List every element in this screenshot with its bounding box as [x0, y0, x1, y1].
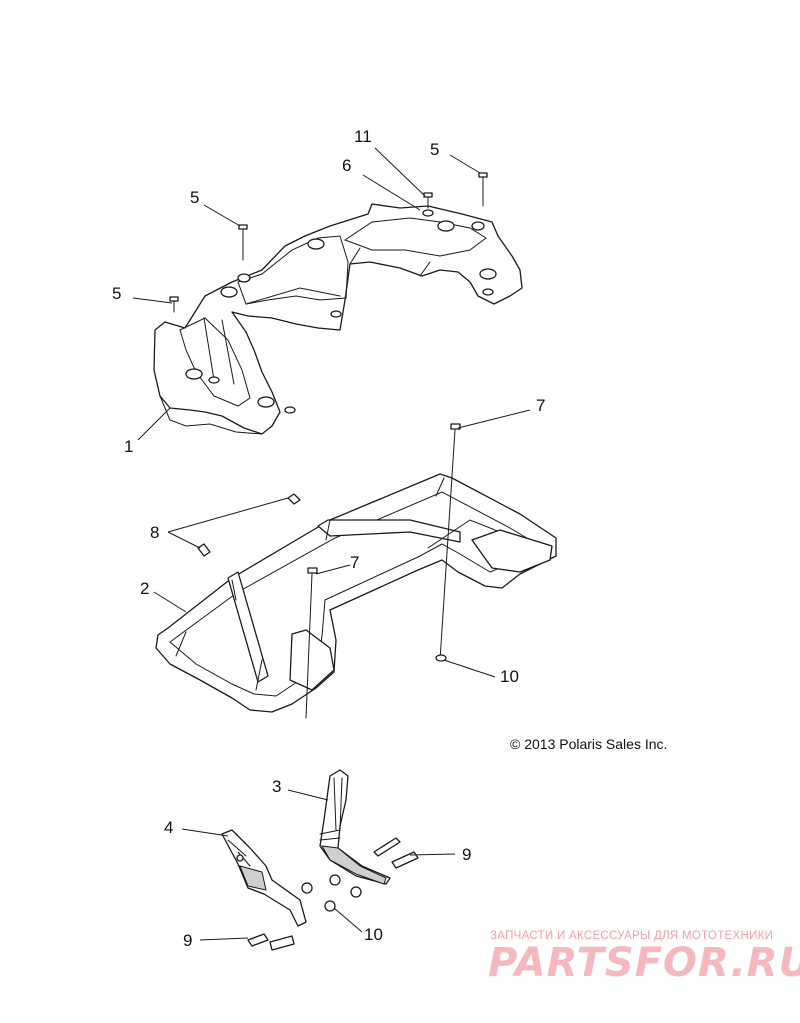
- callout-10-top: 10: [500, 667, 519, 686]
- callout-5-middle: 5: [190, 188, 199, 207]
- callout-5-top-right: 5: [430, 140, 439, 159]
- watermark-tagline: ЗАПЧАСТИ И АКСЕССУАРЫ ДЛЯ МОТОТЕХНИКИ: [490, 930, 774, 942]
- callout-5-left: 5: [112, 284, 121, 303]
- bracket-left: [221, 829, 307, 927]
- callout-7-middle: 7: [350, 553, 359, 572]
- rack-panel: [153, 203, 523, 435]
- rack-frame: [155, 423, 557, 719]
- callout-8: 8: [150, 523, 159, 542]
- callout-2: 2: [140, 579, 149, 598]
- leader-lines: [132, 147, 531, 941]
- rack-bolts: [169, 172, 488, 313]
- callout-9-left: 9: [183, 931, 192, 950]
- callout-4: 4: [164, 818, 173, 837]
- bracket-right: [247, 769, 419, 951]
- callout-9-right: 9: [462, 845, 471, 864]
- callouts: 11 6 5 5 5 1 7 8 2 7 10 3 4 9 9 10: [112, 127, 545, 950]
- callout-10-bottom: 10: [364, 925, 383, 944]
- watermark-logo: PARTSFOR.RU: [488, 940, 800, 986]
- callout-6: 6: [342, 156, 351, 175]
- callout-1: 1: [124, 437, 133, 456]
- callout-3: 3: [272, 777, 281, 796]
- callout-11: 11: [354, 127, 372, 146]
- callout-7-top: 7: [536, 396, 545, 415]
- copyright-notice: © 2013 Polaris Sales Inc.: [510, 736, 668, 752]
